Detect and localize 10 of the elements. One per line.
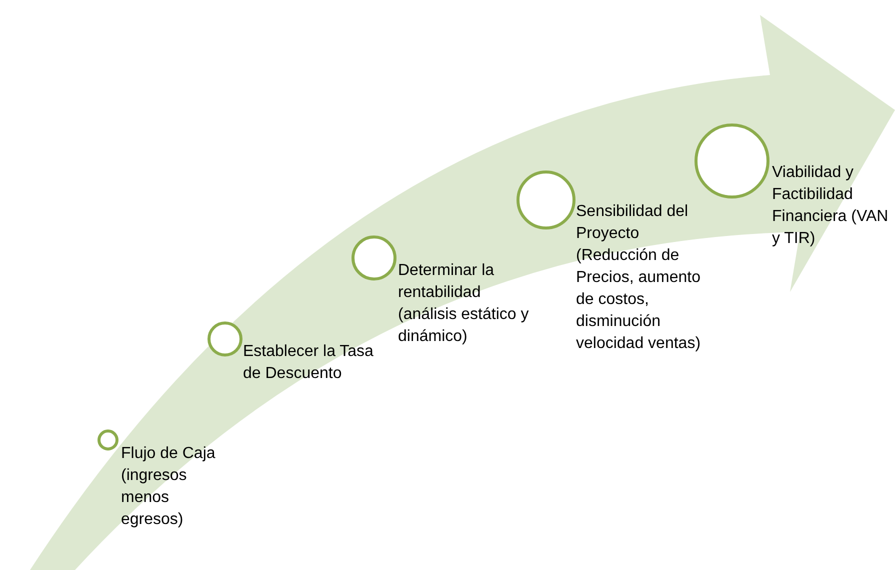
- step-circle: [694, 123, 770, 199]
- step-label: Sensibilidad del Proyecto (Reducción de Precios, aumento de costos, disminución velocidad ventas): [576, 202, 702, 354]
- step-label: Determinar la rentabilidad (análisis estático y dinámico): [398, 261, 530, 347]
- step-circle: [97, 429, 119, 451]
- step-circle: [516, 170, 576, 230]
- step-circle: [351, 235, 397, 281]
- step-label: Viabilidad y Factibilidad Financiera (VAN y TIR): [772, 163, 890, 249]
- step-label: Establecer la Tasa de Descuento: [243, 342, 374, 384]
- step-circle: [207, 321, 243, 357]
- step-label: Flujo de Caja (ingresos menos egresos): [121, 444, 216, 530]
